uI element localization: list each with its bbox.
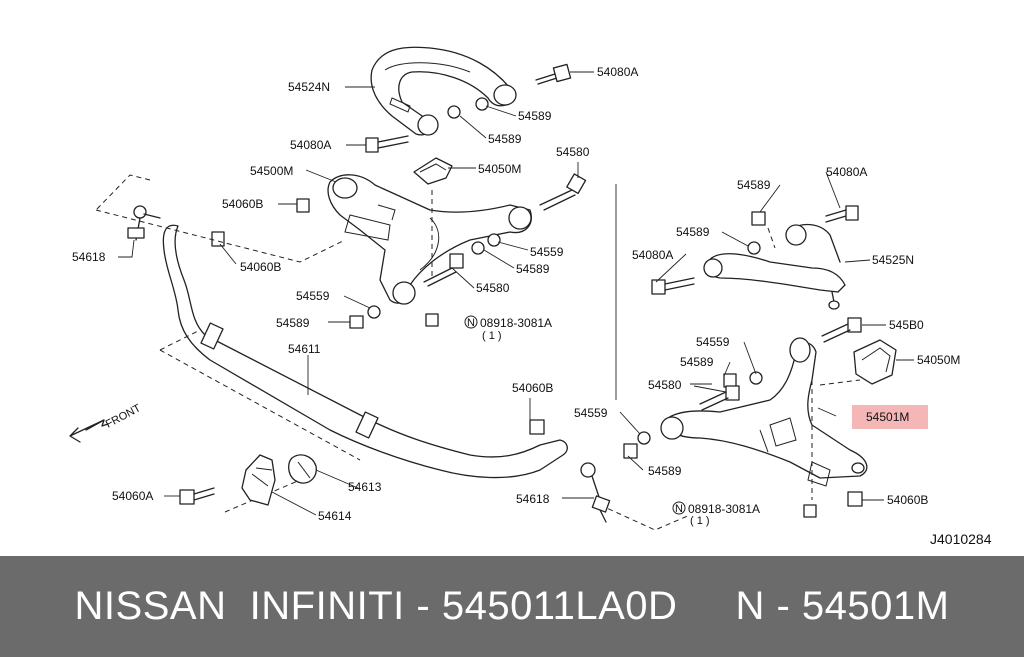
callout-54525N: 54525N <box>872 253 914 267</box>
callout-54589-c: 54589 <box>516 262 550 276</box>
bolt-54060A <box>179 487 215 505</box>
bolt-54080A-right-top <box>825 205 859 223</box>
callout-08918-a-qty: ( 1 ) <box>482 330 502 342</box>
bolt-54580-right-top <box>821 317 862 343</box>
parts-diagram: 54524N 54080A 54589 54589 54080A 54580 5… <box>69 46 992 547</box>
callout-54060B-a: 54060B <box>222 197 263 211</box>
callout-54618-left: 54618 <box>72 250 106 264</box>
badge-n-2: N <box>675 503 683 515</box>
callout-54050M-lower: 54050M <box>917 353 960 367</box>
callout-54080A-top: 54080A <box>597 65 638 79</box>
callout-54559-d: 54559 <box>574 406 608 420</box>
callout-54559-a: 54559 <box>530 245 564 259</box>
highlight-box-54501M <box>852 405 928 429</box>
callout-54589-d: 54589 <box>276 316 310 330</box>
bolt-54580-mid <box>423 253 464 287</box>
bolt-54080A-upper <box>535 63 572 85</box>
upper-arm-54524N <box>370 46 517 136</box>
bump-stopper-54050M-lower <box>853 339 897 385</box>
callout-54501M: 54501M <box>866 410 909 424</box>
callout-54060B-c: 54060B <box>512 381 553 395</box>
callout-54580-top: 54580 <box>556 145 590 159</box>
callout-08918-b: 08918-3081A <box>688 502 760 516</box>
leader-lines <box>118 71 914 516</box>
callout-54618-right: 54618 <box>516 492 550 506</box>
callout-54060B-d: 54060B <box>887 493 928 507</box>
callout-54080A-right-top: 54080A <box>826 165 867 179</box>
bump-stopper-54050M-upper <box>413 157 453 185</box>
front-label: FRONT <box>104 402 143 431</box>
stabilizer-bar-54611 <box>162 224 568 479</box>
callout-54589-h: 54589 <box>648 464 682 478</box>
bolt-54580-right-mid <box>699 385 740 411</box>
bolt-54080A-right-mid <box>651 277 695 295</box>
callout-labels: 54524N 54080A 54589 54589 54080A 54580 5… <box>72 65 960 527</box>
callout-54060B-b: 54060B <box>240 260 281 274</box>
stabilizer-link-54618-left <box>127 205 161 241</box>
part-number-banner: NISSAN INFINITI - 545011LA0D N - 54501M <box>0 556 1024 657</box>
stabilizer-link-54618-right <box>580 462 611 523</box>
callout-54559-c: 54559 <box>696 335 730 349</box>
callout-54524N: 54524N <box>288 80 330 94</box>
lower-arm-54500M <box>327 174 532 305</box>
callout-54580-right: 54580 <box>648 378 682 392</box>
diagram-code: J4010284 <box>930 531 992 547</box>
front-arrow-icon <box>69 419 109 443</box>
callout-54580-mid: 54580 <box>476 281 510 295</box>
callout-54611: 54611 <box>288 342 321 356</box>
callout-54613: 54613 <box>348 480 382 494</box>
callout-54589-e: 54589 <box>737 178 771 192</box>
callout-54080A-left: 54080A <box>290 138 331 152</box>
callout-54500M: 54500M <box>250 164 293 178</box>
callout-545B0: 545B0 <box>889 318 924 332</box>
upper-arm-54525N <box>703 223 846 310</box>
lower-arm-54501M <box>660 337 868 487</box>
callout-54060A: 54060A <box>112 489 153 503</box>
callout-54589-g: 54589 <box>680 355 714 369</box>
callout-54050M-upper: 54050M <box>478 162 521 176</box>
callout-08918-b-qty: ( 1 ) <box>690 515 710 527</box>
bolt-54080A-left <box>365 135 409 153</box>
banner-text: NISSAN INFINITI - 545011LA0D N - 54501M <box>74 584 950 628</box>
callout-54559-b: 54559 <box>296 289 330 303</box>
callout-54614: 54614 <box>318 509 352 523</box>
callout-54589-a: 54589 <box>518 109 552 123</box>
callout-08918-a: 08918-3081A <box>480 316 552 330</box>
bolt-54580-upper <box>539 173 587 211</box>
callout-54080A-right-mid: 54080A <box>632 248 673 262</box>
bushing-54613 <box>287 454 317 484</box>
callout-54589-b: 54589 <box>488 132 522 146</box>
bracket-54614 <box>241 454 276 506</box>
badge-n-1: N <box>467 317 475 329</box>
callout-54589-f: 54589 <box>676 225 710 239</box>
